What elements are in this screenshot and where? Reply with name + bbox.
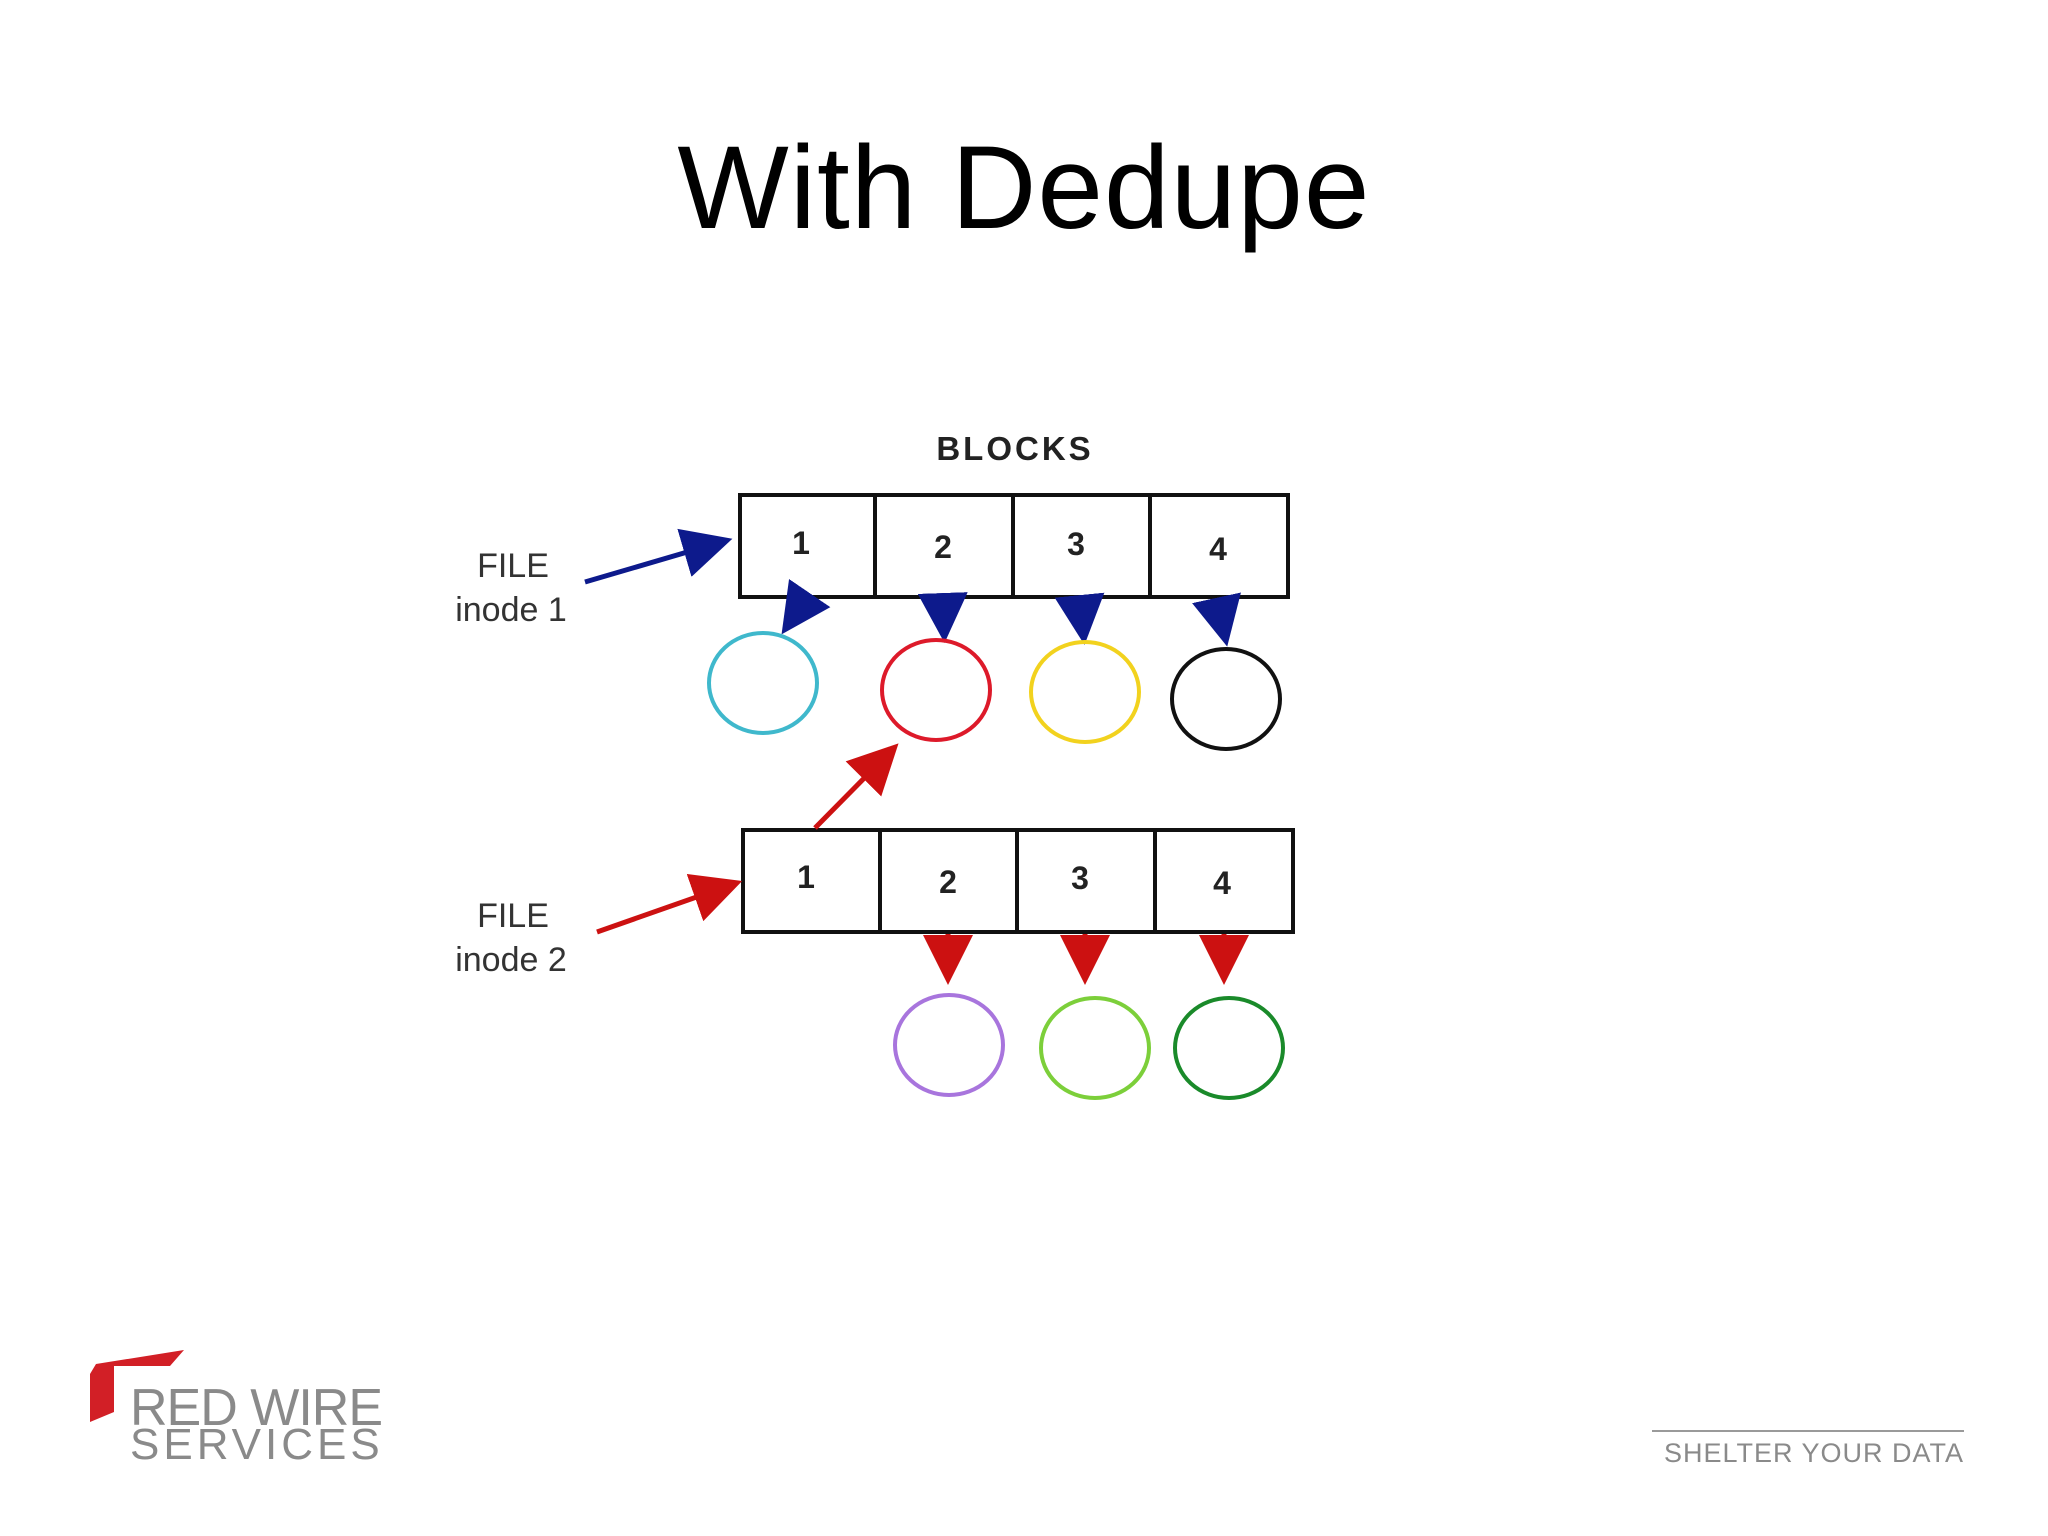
file-inode2-label-line1: FILE [477,897,549,935]
block-arrow [781,578,831,635]
block-cell: 2 [934,529,952,565]
block-arrow [1054,592,1105,645]
block-cell: 4 [1209,531,1227,567]
file-inode1-label-line1: FILE [477,547,549,585]
tagline: SHELTER YOUR DATA [1663,1438,1964,1468]
block-cell: 3 [1071,860,1089,896]
tagline-divider [1652,1430,1964,1432]
block-cell: 1 [792,525,810,561]
logo-text-line2: SERVICES [130,1420,384,1469]
data-block-circle-yellow [1029,640,1141,744]
block-cell: 3 [1067,526,1085,562]
dedupe-shared-arrow [813,743,899,830]
company-logo: RED WIRE SERVICES [88,1350,408,1470]
file-inode1-label-line2: inode 1 [455,591,567,629]
data-block-circle-purple [893,993,1005,1097]
inode2-pointer-arrow [596,874,743,935]
logo-mark-icon [90,1350,184,1422]
blocks-label: BLOCKS [936,430,1093,467]
block-cell: 1 [797,859,815,895]
block-cell: 4 [1213,865,1231,901]
data-block-circle-cyan [707,631,819,735]
block-row-inode1: 1 2 3 4 [738,493,1290,599]
slide-title: With Dedupe [677,122,1371,254]
block-arrow [917,592,968,643]
data-block-circle-red [880,638,992,742]
data-block-circle-lightgreen [1039,996,1151,1100]
logo-text-line1: RED WIRE [130,1379,383,1437]
data-block-circle-darkgreen [1173,996,1285,1100]
data-block-circle-black [1170,647,1282,751]
file-inode2-label-line2: inode 2 [455,941,567,979]
block-arrow [1192,592,1241,647]
inode1-pointer-arrow [584,528,733,585]
block-row-inode2: 1 2 3 4 [741,828,1295,934]
block-cell: 2 [939,864,957,900]
